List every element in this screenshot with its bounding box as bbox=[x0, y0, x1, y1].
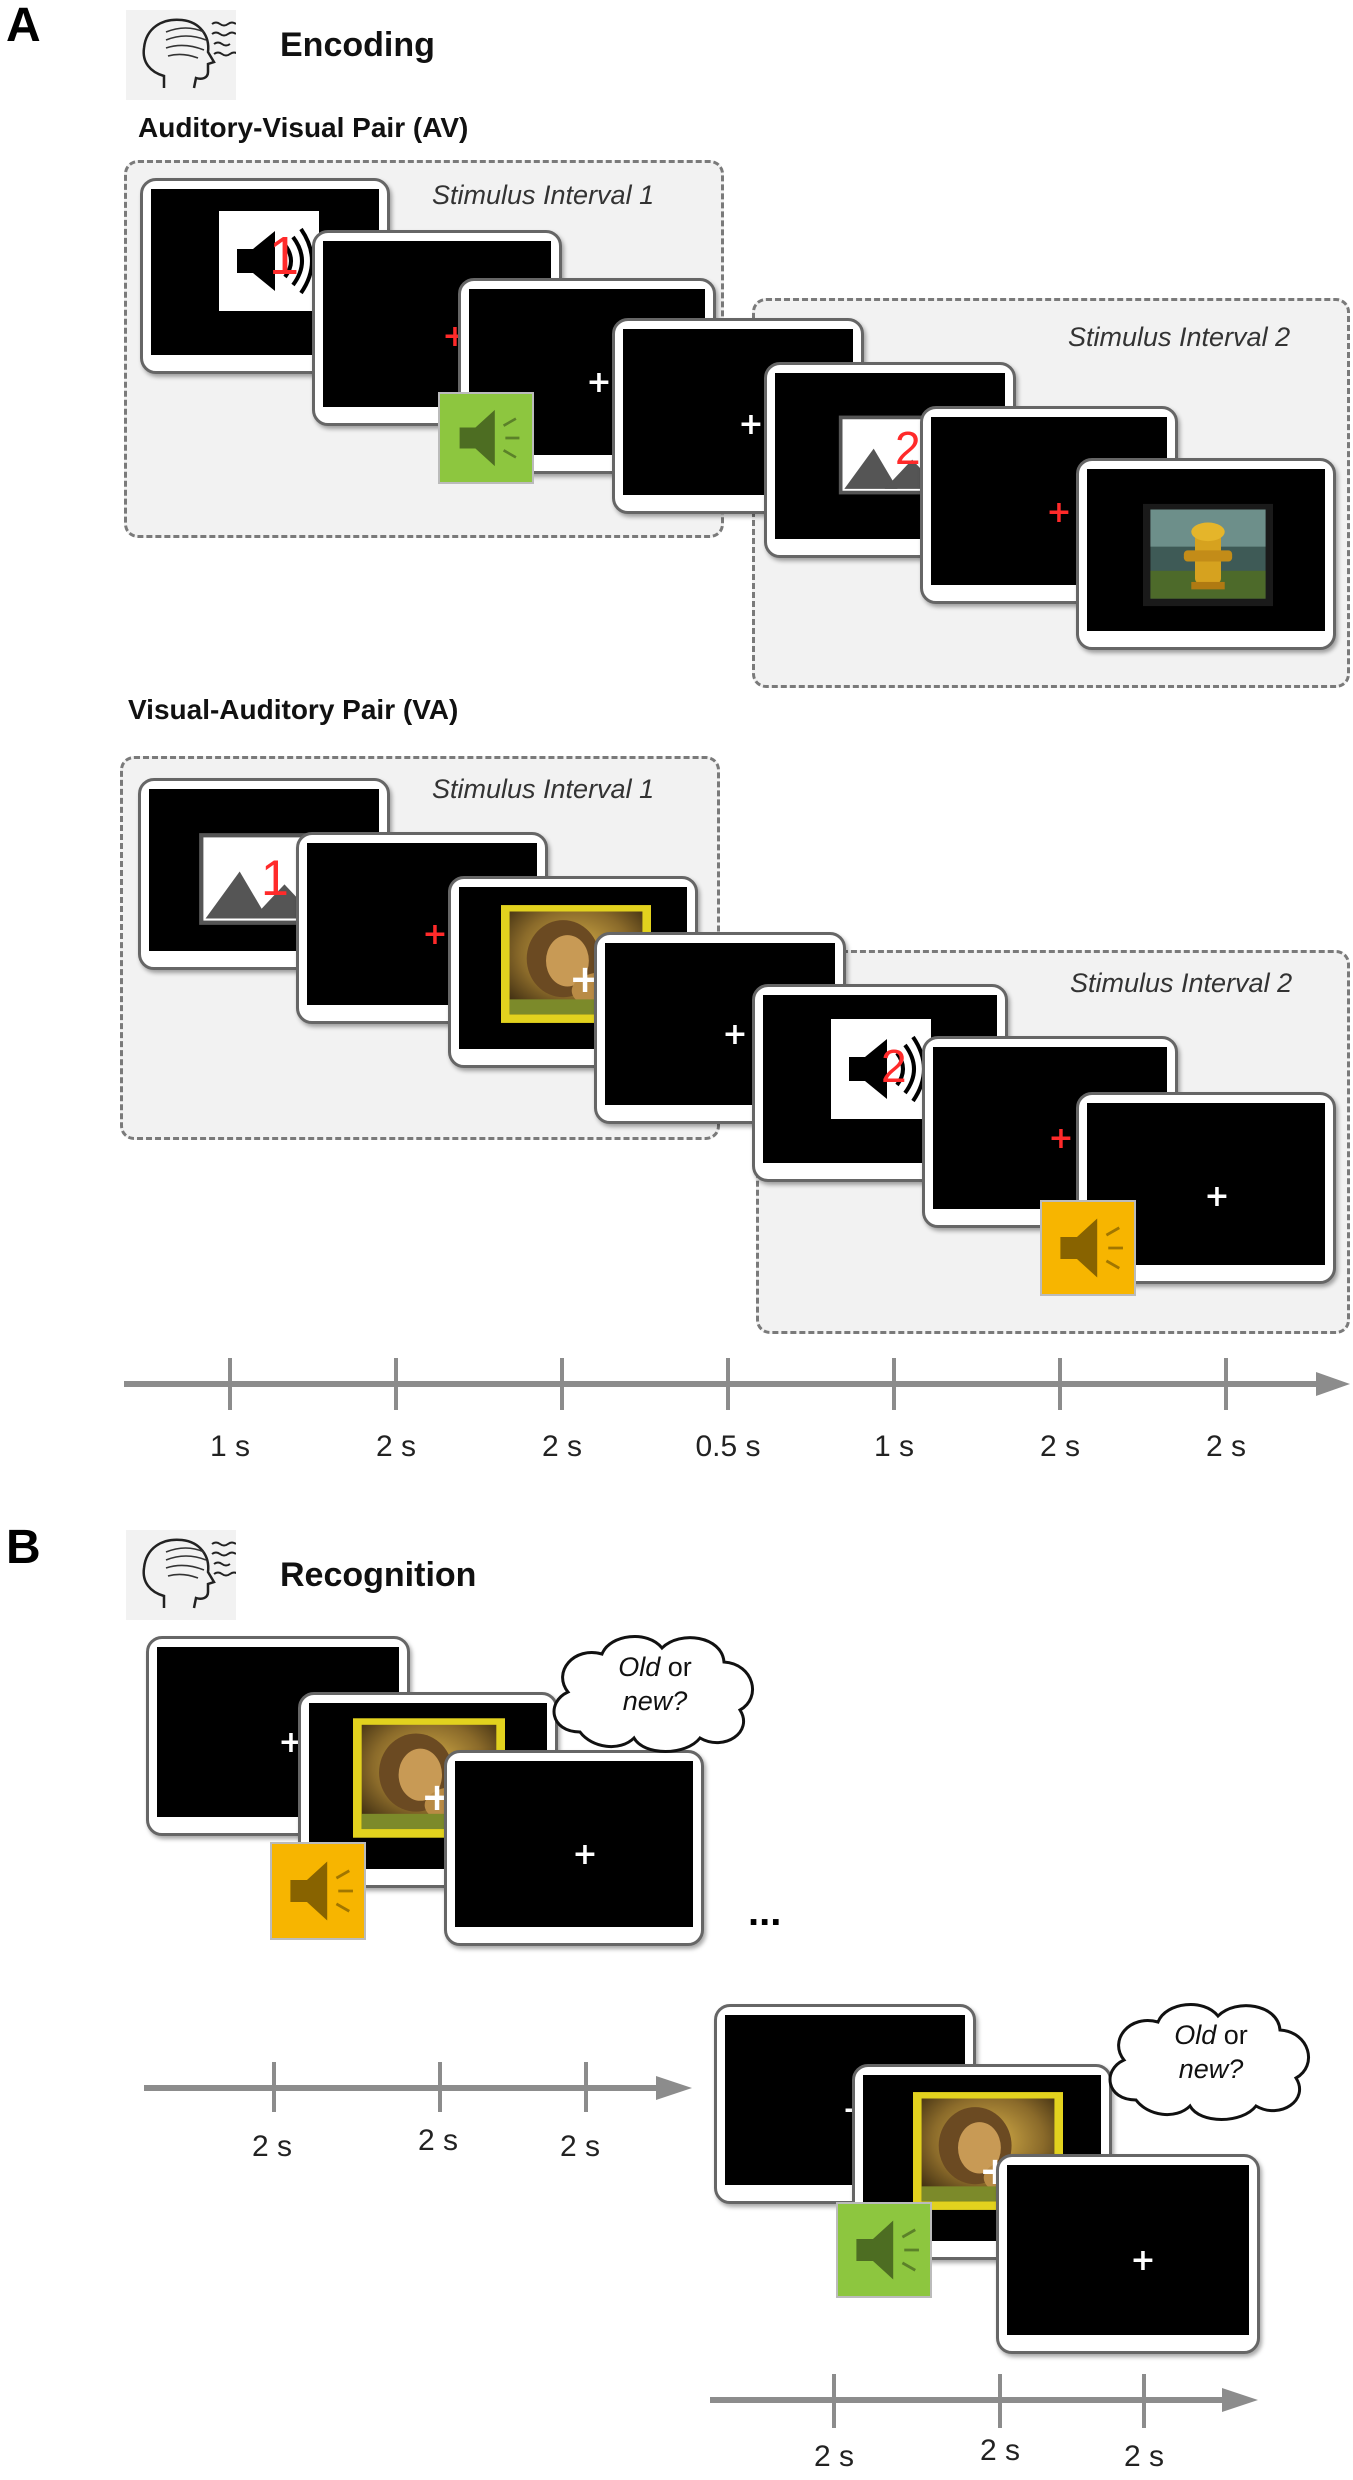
brain-head-icon bbox=[126, 1530, 236, 1620]
timeline-label: 2 s bbox=[979, 2434, 1021, 2467]
timeline-label: 2 s bbox=[417, 2124, 459, 2157]
cloud-question: Old or new? bbox=[580, 1650, 730, 1718]
timeline-label: 1 s bbox=[209, 1430, 251, 1463]
fixation-cross: + bbox=[1048, 1121, 1074, 1156]
ellipsis: ... bbox=[748, 1890, 782, 1934]
cue-number-2: 2 bbox=[881, 1040, 907, 1092]
recognition-timeline-axis-2 bbox=[710, 2374, 1258, 2428]
av-interval-1-label: Stimulus Interval 1 bbox=[432, 180, 655, 210]
fixation-cross: + bbox=[722, 1017, 748, 1052]
encoding-heading: Encoding bbox=[280, 26, 435, 64]
cue-number-1: 1 bbox=[261, 850, 289, 906]
brain-head-icon bbox=[126, 10, 236, 100]
timeline-label: 2 s bbox=[251, 2130, 293, 2163]
panel-a-letter: A bbox=[6, 0, 41, 52]
timeline-label: 2 s bbox=[559, 2130, 601, 2163]
timeline-label: 2 s bbox=[541, 1430, 583, 1463]
av-interval-2-label: Stimulus Interval 2 bbox=[1068, 322, 1291, 352]
cloud-question: Old or new? bbox=[1136, 2018, 1286, 2086]
recog-1-screen-fixation-2: + bbox=[444, 1750, 704, 1946]
screen-display: + bbox=[455, 1761, 693, 1927]
encoding-timeline-axis bbox=[124, 1358, 1350, 1410]
va-interval-2-label: Stimulus Interval 2 bbox=[1070, 968, 1293, 998]
recog-2-screen-fixation-2: + bbox=[996, 2154, 1260, 2354]
green-speaker-icon bbox=[836, 2202, 932, 2298]
fire-hydrant-image bbox=[1143, 485, 1273, 625]
cloud-or: or bbox=[660, 1652, 692, 1682]
timeline-label: 0.5 s bbox=[695, 1430, 761, 1463]
speech-cloud bbox=[552, 1635, 755, 1753]
recognition-heading: Recognition bbox=[280, 1556, 477, 1594]
va-interval-1-label: Stimulus Interval 1 bbox=[432, 774, 655, 804]
cloud-or: or bbox=[1216, 2020, 1248, 2050]
fixation-cross: + bbox=[738, 407, 764, 442]
timeline-label: 2 s bbox=[1205, 1430, 1247, 1463]
av-screen-hydrant-image bbox=[1076, 458, 1336, 650]
recognition-timeline-axis-1 bbox=[144, 2062, 692, 2112]
cue-number-2: 2 bbox=[895, 422, 921, 474]
av-pair-title: Auditory-Visual Pair (AV) bbox=[138, 112, 469, 143]
orange-speaker-icon bbox=[270, 1842, 366, 1940]
fixation-cross: + bbox=[586, 365, 612, 400]
timeline-label: 2 s bbox=[1123, 2440, 1165, 2473]
green-speaker-icon bbox=[438, 392, 534, 484]
fixation-cross: + bbox=[1130, 2243, 1156, 2278]
fixation-cross: + bbox=[572, 1837, 598, 1872]
cloud-old: Old bbox=[618, 1652, 661, 1682]
cloud-new: new? bbox=[622, 1686, 688, 1716]
fixation-cross: + bbox=[1046, 495, 1072, 530]
speech-cloud bbox=[1108, 2003, 1311, 2121]
timeline-label: 1 s bbox=[873, 1430, 915, 1463]
va-pair-title: Visual-Auditory Pair (VA) bbox=[128, 694, 459, 725]
fixation-cross: + bbox=[1204, 1179, 1230, 1214]
timeline-label: 2 s bbox=[1039, 1430, 1081, 1463]
orange-speaker-icon bbox=[1040, 1200, 1136, 1296]
timeline-label: 2 s bbox=[375, 1430, 417, 1463]
cue-number-1: 1 bbox=[269, 226, 300, 286]
fixation-cross: + bbox=[422, 917, 448, 952]
screen-display: + bbox=[1007, 2165, 1249, 2335]
timeline-label: 2 s bbox=[813, 2440, 855, 2473]
screen-display bbox=[1087, 469, 1325, 631]
cloud-old: Old bbox=[1174, 2020, 1217, 2050]
cloud-new: new? bbox=[1178, 2054, 1244, 2084]
panel-b-letter: B bbox=[6, 1521, 41, 1574]
